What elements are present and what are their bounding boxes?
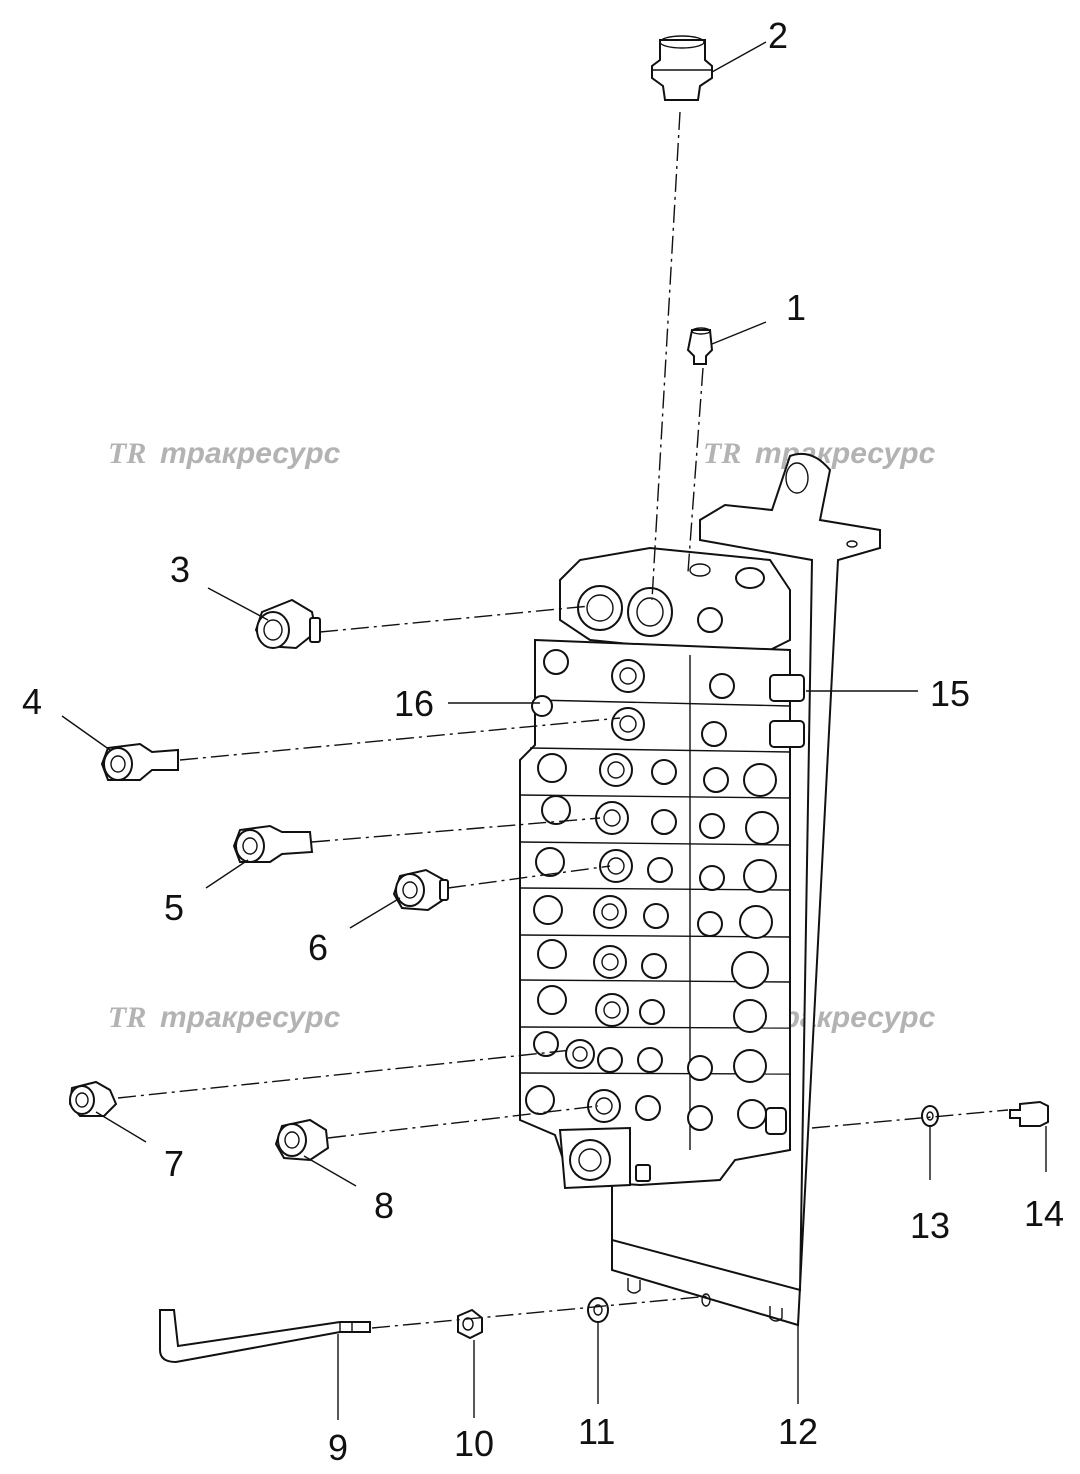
- callout-5: 5: [164, 887, 184, 928]
- part-bolt-14: [1009, 1100, 1049, 1127]
- callout-13: 13: [910, 1205, 950, 1246]
- part-fitting-5: [232, 824, 314, 863]
- callout-labels: 1 2 3 4 5 6 7 8 9 10 11 12 13 14 15 16: [22, 15, 1064, 1468]
- callout-8: 8: [374, 1185, 394, 1226]
- part-fitting-8: [274, 1118, 330, 1162]
- callout-16: 16: [394, 683, 434, 724]
- part-adapter-2: [651, 35, 713, 101]
- callout-12: 12: [778, 1411, 818, 1452]
- watermark-top-right: TR тракресурс: [703, 437, 936, 470]
- watermark-text: тракресурс: [160, 437, 341, 470]
- part-washer-11: [587, 1297, 609, 1323]
- callout-4: 4: [22, 681, 42, 722]
- section-ports: [525, 649, 779, 1131]
- callout-15: 15: [930, 673, 970, 714]
- callout-10: 10: [454, 1423, 494, 1464]
- part-fitting-1: [686, 327, 714, 365]
- callout-2: 2: [768, 15, 788, 56]
- callout-1: 1: [786, 287, 806, 328]
- callout-11: 11: [578, 1411, 615, 1452]
- mounting-bracket: [611, 452, 881, 1327]
- assembly-lines: [117, 111, 1009, 1329]
- watermark-text: тракресурс: [755, 437, 936, 470]
- part-nut-10: [457, 1308, 483, 1340]
- watermark-logo: TR: [108, 1001, 146, 1034]
- part-fitting-4: [100, 742, 179, 781]
- callout-14: 14: [1024, 1193, 1064, 1234]
- watermark-text: тракресурс: [160, 1001, 341, 1034]
- callout-9: 9: [328, 1427, 348, 1468]
- part-fitting-3: [254, 598, 321, 650]
- part-lbolt-9: [159, 1309, 371, 1364]
- watermark-top-left: TR тракресурс: [108, 437, 341, 470]
- leader-lines: [61, 41, 1047, 1420]
- watermark-logo: TR: [108, 437, 146, 470]
- callout-3: 3: [170, 549, 190, 590]
- part-fitting-6: [392, 868, 449, 912]
- callout-6: 6: [308, 927, 328, 968]
- callout-7: 7: [164, 1143, 184, 1184]
- spool-ends: [765, 674, 805, 1135]
- watermark-bottom-left: TR тракресурс: [108, 1001, 341, 1034]
- watermark-logo: TR: [703, 437, 741, 470]
- part-fitting-7: [68, 1080, 118, 1117]
- control-valve: [519, 546, 805, 1190]
